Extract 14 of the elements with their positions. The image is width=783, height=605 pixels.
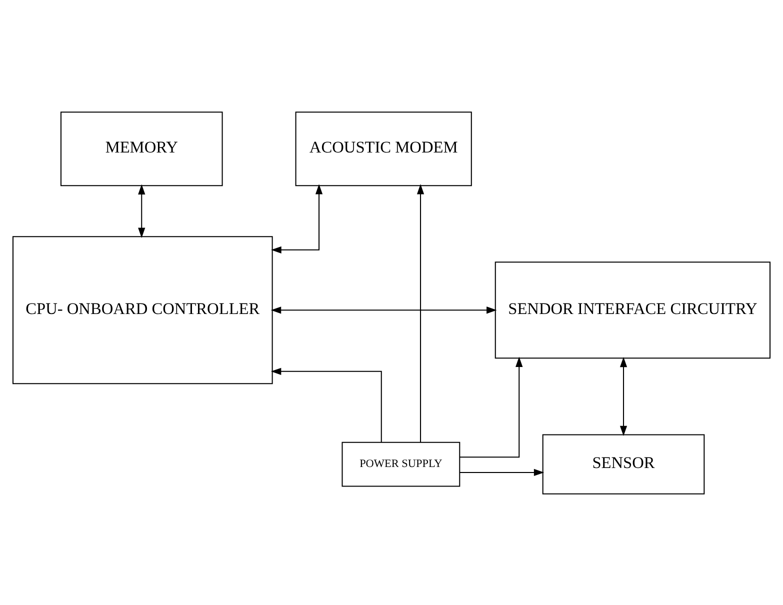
- arrow: [138, 184, 146, 238]
- arrow: [270, 306, 497, 314]
- arrow: [460, 468, 544, 476]
- arrow: [460, 356, 523, 458]
- node-box: ACOUSTIC MODEM: [295, 111, 472, 186]
- node-box: CPU- ONBOARD CONTROLLER: [12, 236, 273, 384]
- arrow: [620, 356, 628, 436]
- arrow: [271, 184, 323, 253]
- node-box: POWER SUPPLY: [342, 441, 460, 486]
- node-box: SENSOR: [542, 434, 705, 494]
- arrow: [270, 367, 382, 442]
- node-box: MEMORY: [60, 111, 223, 186]
- arrow: [416, 184, 424, 442]
- node-box: SENDOR INTERFACE CIRCUITRY: [494, 261, 771, 358]
